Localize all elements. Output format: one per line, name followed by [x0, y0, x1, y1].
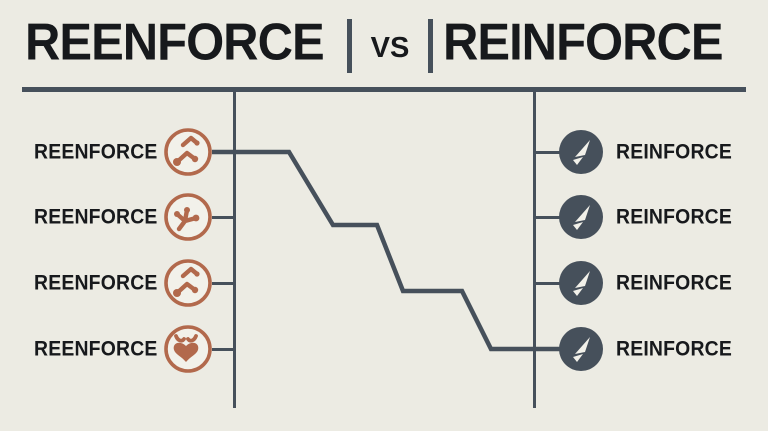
- paper-plane-icon: [559, 195, 603, 239]
- title-right-word: REINFORCE: [443, 13, 724, 72]
- left-row-label: REENFORCE: [34, 205, 158, 229]
- left-tick-row-3: [212, 281, 234, 285]
- left-tick-row-2: [212, 215, 234, 219]
- right-tick-row-3: [534, 281, 560, 285]
- left-row-label: REENFORCE: [34, 271, 158, 295]
- right-row-label: REINFORCE: [616, 140, 733, 164]
- right-tick-row-1: [534, 150, 560, 154]
- sprout-icon: [164, 193, 212, 241]
- title-separator-bar-right: [428, 19, 433, 73]
- left-row-label: REENFORCE: [34, 140, 158, 164]
- title-vs-label: VS: [370, 32, 410, 64]
- left-row-label: REENFORCE: [34, 337, 158, 361]
- right-axis-line: [532, 87, 536, 408]
- left-axis-line: [232, 87, 236, 408]
- right-tick-row-2: [534, 215, 560, 219]
- right-row-label: REINFORCE: [616, 205, 733, 229]
- paper-plane-icon: [559, 130, 603, 174]
- left-tick-row-4: [212, 347, 234, 351]
- paper-plane-icon: [559, 327, 603, 371]
- right-row-label: REINFORCE: [616, 337, 733, 361]
- branch-icon: [164, 128, 212, 176]
- title-separator-bar-left: [347, 19, 352, 73]
- right-row-label: REINFORCE: [616, 271, 733, 295]
- title-left-word: REENFORCE: [25, 13, 325, 72]
- branch-icon: [164, 259, 212, 307]
- header-divider-rule: [22, 87, 746, 92]
- paper-plane-icon: [559, 261, 603, 305]
- heart-icon: [164, 325, 212, 373]
